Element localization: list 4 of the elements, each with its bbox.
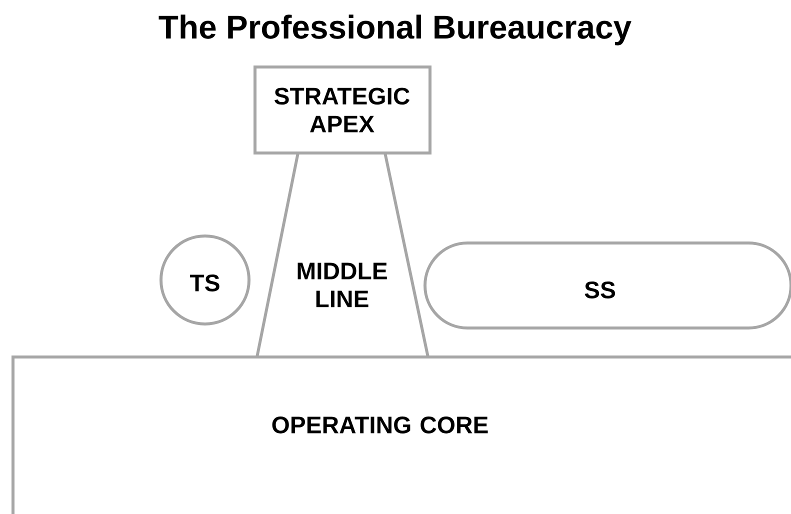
core-box: OPERATING CORE [12,355,791,514]
rounded-band: SS [424,241,791,330]
apex-box: STRATEGIC APEX [254,66,432,154]
title: The Professional Bureaucracy [158,14,632,46]
